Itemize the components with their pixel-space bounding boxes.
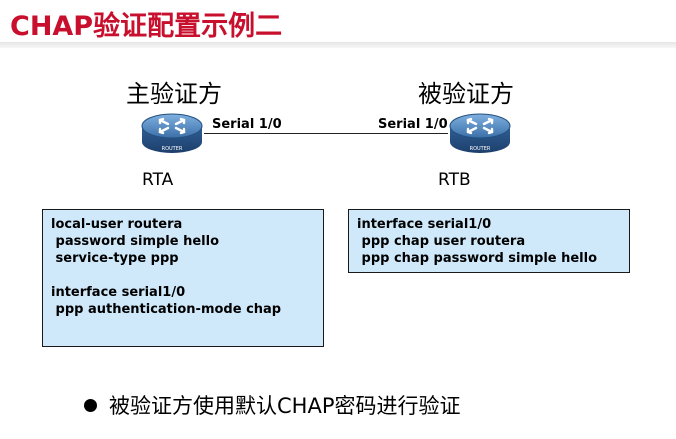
config-line: local-user routera xyxy=(51,217,183,232)
rtb-config-box: interface serial1/0 ppp chap user router… xyxy=(348,209,630,273)
router-badge: ROUTER xyxy=(162,146,183,152)
bullet-text: 被验证方使用默认CHAP密码进行验证 xyxy=(109,394,461,418)
title-divider xyxy=(0,42,676,48)
rta-name: RTA xyxy=(142,170,174,190)
config-line: ppp authentication-mode chap xyxy=(51,302,282,317)
rtb-name: RTB xyxy=(438,170,471,190)
config-line: service-type ppp xyxy=(51,251,179,266)
authenticator-label: 主验证方 xyxy=(126,80,222,108)
router-badge: ROUTER xyxy=(470,146,491,152)
rta-config-box: local-user routera password simple hello… xyxy=(42,209,324,347)
slide-title: CHAP验证配置示例二 xyxy=(10,11,283,42)
config-line: password simple hello xyxy=(51,234,220,249)
config-line: interface serial1/0 xyxy=(51,285,186,300)
config-line xyxy=(51,267,315,284)
router-icon: ROUTER xyxy=(449,113,511,153)
bullet-point: 被验证方使用默认CHAP密码进行验证 xyxy=(84,390,460,420)
rta-interface-label: Serial 1/0 xyxy=(212,117,282,132)
serial-link xyxy=(204,133,448,134)
router-icon: ROUTER xyxy=(141,113,203,153)
config-line: ppp chap password simple hello xyxy=(357,251,598,266)
config-line: ppp chap user routera xyxy=(357,234,526,249)
authenticatee-label: 被验证方 xyxy=(418,80,514,108)
config-line: interface serial1/0 xyxy=(357,217,492,232)
bullet-dot-icon xyxy=(84,398,97,412)
rtb-interface-label: Serial 1/0 xyxy=(378,117,448,132)
